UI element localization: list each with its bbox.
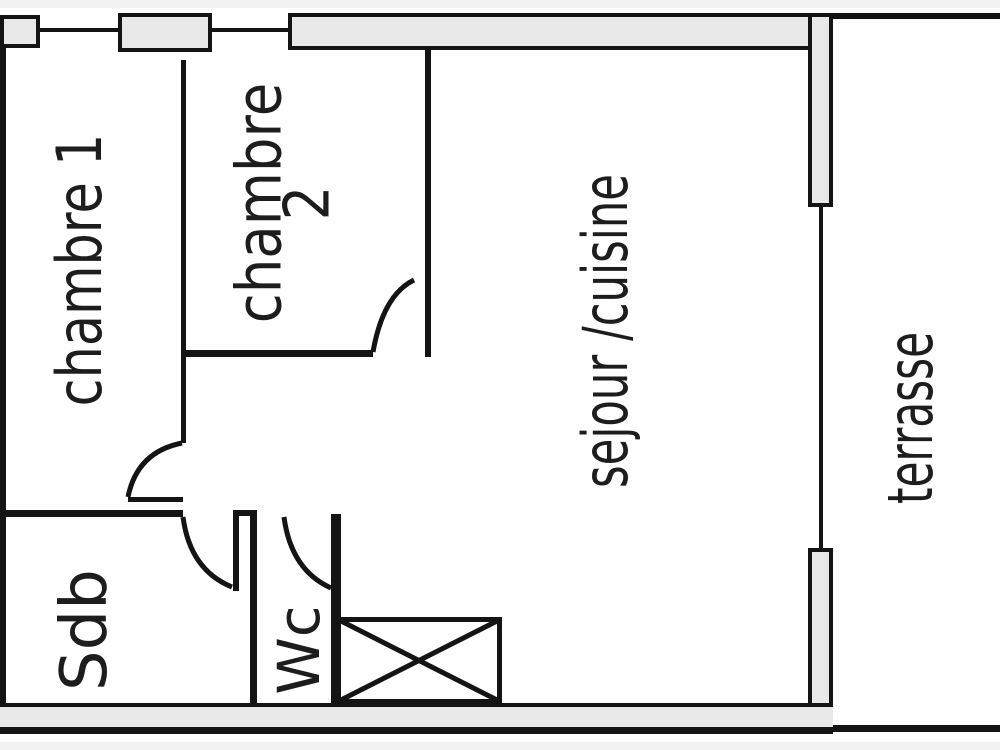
door-arc-chambre1 [125, 440, 183, 498]
window-terrasse [819, 207, 823, 548]
scan-edge-top [0, 0, 1000, 8]
window-top-1 [40, 28, 118, 32]
wall-top-block-2 [118, 13, 212, 52]
wall-wc-right [331, 514, 341, 704]
wall-top-block-1 [0, 15, 40, 48]
wall-left [0, 44, 6, 707]
door-arc-chambre2 [370, 277, 416, 353]
terrasse-bottom-line [833, 725, 1000, 732]
room-label-terrasse: terrasse [874, 331, 947, 505]
room-label-chambre1: chambre 1 [43, 133, 116, 407]
scan-edge-bottom [0, 742, 1000, 750]
wall-chambre1-chambre2 [181, 60, 186, 443]
terrasse-top-line [830, 13, 1000, 19]
room-label-wc: Wc [265, 605, 333, 695]
shaft-crossed-box [336, 617, 502, 704]
wall-right-upper-block [808, 13, 833, 207]
wall-bottom-inner-line [0, 703, 833, 707]
wall-chambre2-sejour [425, 50, 431, 357]
room-label-sdb: Sdb [48, 569, 122, 691]
wall-stub-wc [239, 510, 257, 516]
wall-wc-left [250, 511, 257, 704]
wall-chambre2-hall [183, 350, 373, 357]
wall-top-block-3 [288, 13, 812, 50]
window-top-2 [212, 28, 288, 32]
door-leaf-chambre1 [128, 497, 183, 502]
room-label-sejour-cuisine: sejour /cuisine [569, 174, 642, 488]
door-leaf-sdb [233, 510, 239, 591]
room-label-chambre2-line2: 2 [271, 185, 344, 221]
wall-chambre1-sdb [0, 510, 183, 517]
wall-right-lower-block [808, 548, 833, 727]
door-arc-hall-sdb [180, 516, 233, 590]
door-arc-wc [281, 516, 333, 591]
wall-bottom-outer-line [0, 727, 833, 734]
wall-bottom-core [0, 707, 833, 727]
